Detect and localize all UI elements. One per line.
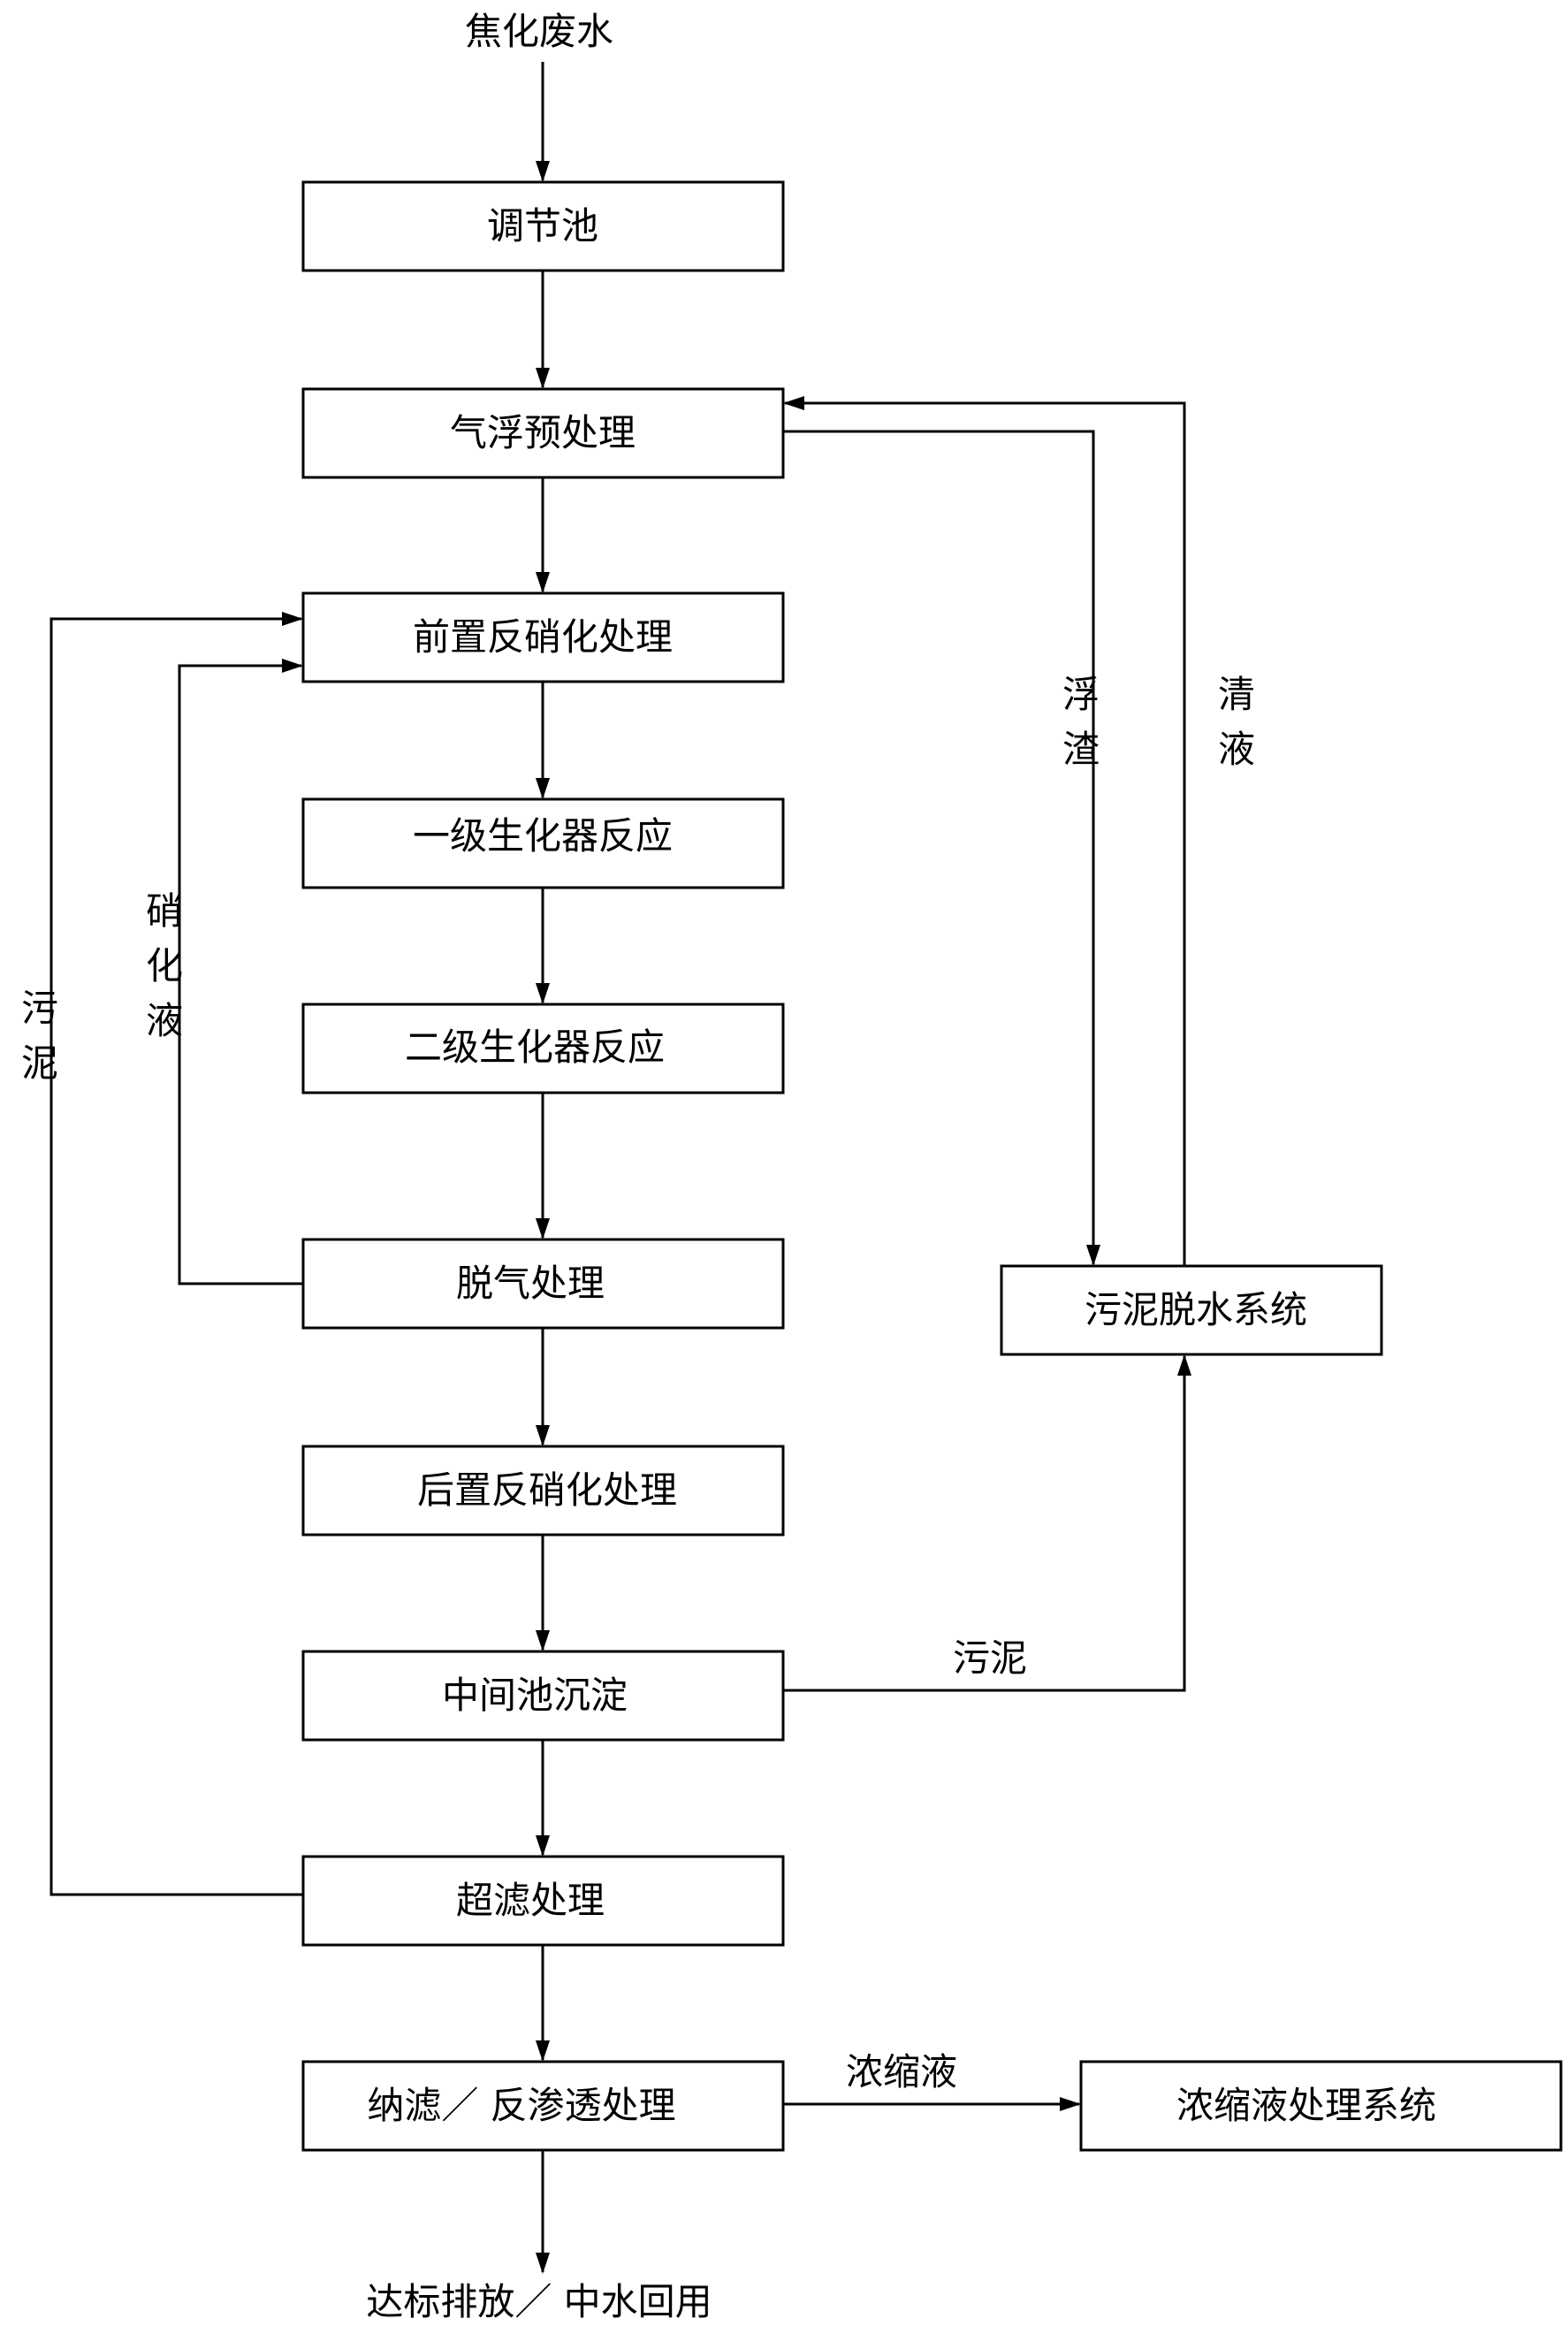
arrow-clear-liquid-to-flotation	[783, 396, 1186, 1266]
step-label: 超滤处理	[456, 1879, 605, 1922]
concentrate-treatment-box: 浓缩液处理系统	[1079, 2060, 1563, 2152]
step-box-adjustment-tank: 调节池	[301, 180, 785, 272]
concentrate-treatment-label: 浓缩液处理系统	[1176, 2084, 1436, 2127]
nitrified-liquid-label: 硝化液	[146, 889, 183, 1042]
step-box-intermediate-sedimentation: 中间池沉淀	[301, 1650, 785, 1742]
step-label: 纳滤／ 反渗透处理	[367, 2084, 675, 2127]
arrow-scum-to-dewatering	[783, 430, 1100, 1266]
step-box-degassing: 脱气处理	[301, 1238, 785, 1330]
step-label: 二级生化器反应	[405, 1026, 665, 1069]
step-label: 脱气处理	[456, 1262, 605, 1305]
arrow-sludge-to-dewatering	[783, 1354, 1191, 1692]
sludge-return-label: 污泥	[21, 987, 58, 1085]
scum-label: 浮渣	[1062, 673, 1100, 771]
step-label: 前置反硝化处理	[413, 615, 673, 659]
step-box-primary-bioreactor: 一级生化器反应	[301, 797, 785, 889]
step-box-ultrafiltration: 超滤处理	[301, 1855, 785, 1947]
step-label: 中间池沉淀	[442, 1674, 628, 1717]
step-label: 后置反硝化处理	[417, 1468, 677, 1512]
step-label: 调节池	[487, 204, 598, 248]
source-label: 焦化废水	[465, 10, 613, 53]
sludge-dewatering-label: 污泥脱水系统	[1085, 1288, 1307, 1331]
arrow-nitrified-liquid-return	[178, 659, 303, 1285]
step-box-flotation: 气浮预处理	[301, 387, 785, 479]
sludge-dewatering-box: 污泥脱水系统	[1000, 1264, 1383, 1356]
step-box-nanofiltration-ro: 纳滤／ 反渗透处理	[301, 2060, 785, 2152]
step-box-secondary-bioreactor: 二级生化器反应	[301, 1003, 785, 1094]
output-label: 达标排放／ 中水回用	[366, 2280, 712, 2323]
step-label: 气浮预处理	[450, 411, 636, 454]
clear-liquid-label: 清液	[1218, 673, 1255, 771]
step-box-pre-denitrification: 前置反硝化处理	[301, 591, 785, 683]
sludge-to-dewatering-label: 污泥	[953, 1636, 1027, 1680]
concentrate-label: 浓缩液	[846, 2050, 957, 2093]
arrow-sludge-return	[49, 612, 303, 1896]
step-label: 一级生化器反应	[413, 814, 673, 858]
step-box-post-denitrification: 后置反硝化处理	[301, 1445, 785, 1537]
